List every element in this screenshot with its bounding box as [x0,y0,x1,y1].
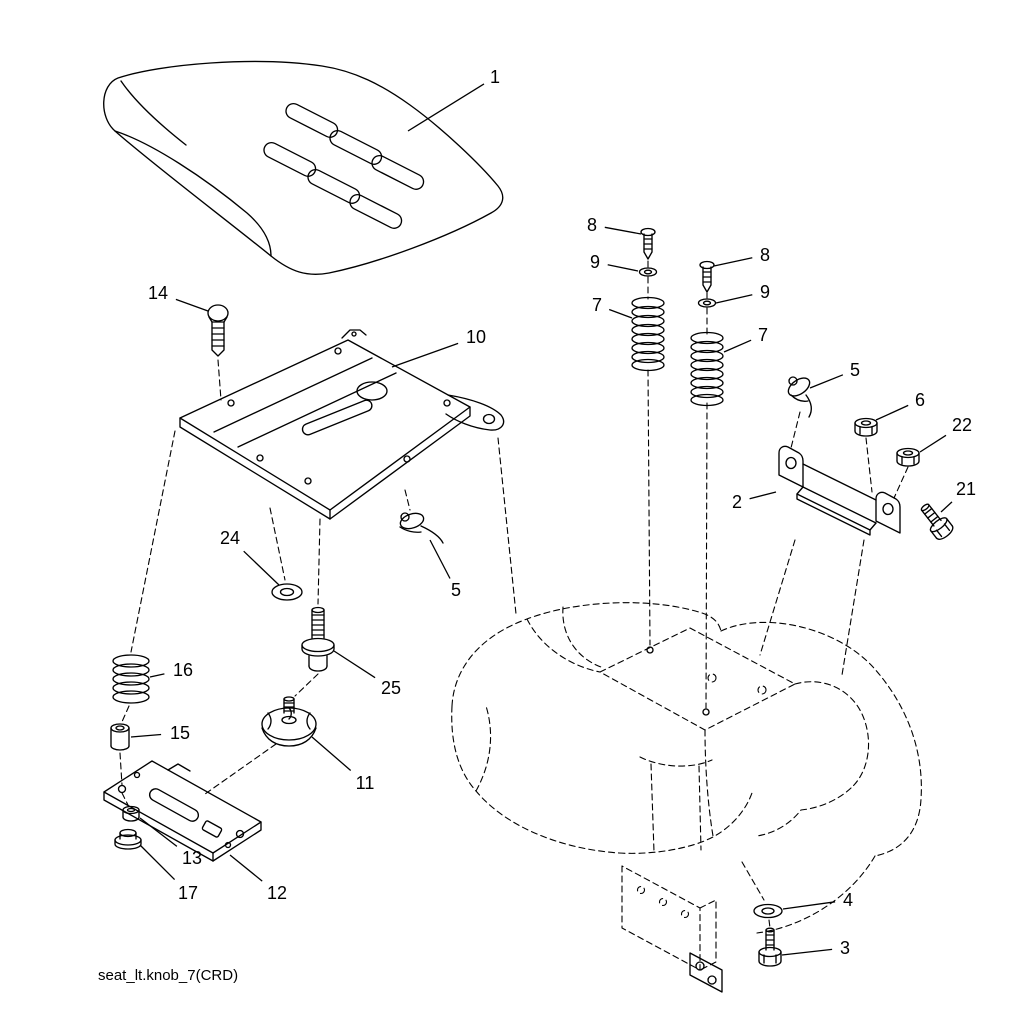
leader-line-part-21 [940,501,953,513]
part-nut-22 [896,447,920,467]
part-nut-13 [122,805,140,822]
diagram-caption: seat_lt.knob_7(CRD) [98,967,238,984]
part-clip-5b [787,376,813,418]
part-label-9: 9 [760,282,770,302]
callout-layer: 1 8 9 7 8 9 7 5 6 22 21 2 14 10 24 16 15 25 11 5 13 17 12 3 4 [130,67,976,958]
leader-line-part-16 [149,673,165,678]
part-label-9: 9 [590,252,600,272]
part-bolt-3 [758,927,782,967]
part-label-14: 14 [148,283,168,303]
part-label-5: 5 [451,580,461,600]
part-plate-12 [103,760,262,862]
part-label-8: 8 [587,215,597,235]
leader-line-part-11 [311,736,352,771]
leader-line-part-12 [229,854,263,882]
leader-line-part-15 [130,733,162,738]
leader-line-part-2 [749,491,777,500]
leader-line-part-7 [608,308,633,319]
leader-line-part-4 [782,901,836,910]
part-label-24: 24 [220,528,240,548]
part-label-17: 17 [178,883,198,903]
part-spring-7a [631,296,665,372]
part-label-21: 21 [956,479,976,499]
leader-line-part-8 [604,226,642,235]
part-bolt-21 [920,503,954,540]
part-spacer-15 [110,723,130,751]
part-bracket-2 [778,445,901,536]
part-clip-5a [399,512,444,544]
part-label-15: 15 [170,723,190,743]
part-label-10: 10 [466,327,486,347]
part-seat [103,60,504,275]
leader-line-part-9 [715,294,753,304]
part-label-11: 11 [356,773,375,793]
part-nut-6 [854,417,878,437]
part-washer-4 [753,903,783,919]
leader-line-part-24 [243,550,280,586]
part-washer-9b [697,298,717,308]
leader-line-part-5 [429,539,451,579]
part-label-7: 7 [592,295,602,315]
part-bolt-14 [207,304,229,357]
leader-line-part-14 [175,298,209,312]
part-spring-16 [112,654,150,704]
part-washer-24 [271,583,303,601]
part-label-22: 22 [952,415,972,435]
part-label-4: 4 [843,890,853,910]
part-washer-9a [638,267,658,277]
part-knob-11 [261,696,317,747]
leader-line-part-5 [809,374,844,389]
leader-line-part-7 [723,339,752,353]
part-screw-8a [640,227,656,260]
part-seat-pan [179,329,505,520]
part-label-16: 16 [173,660,193,680]
part-label-8: 8 [760,245,770,265]
part-spring-7b [690,331,724,407]
leader-line-part-25 [333,650,376,679]
part-fender-outline [451,602,922,934]
part-screw-8b [699,260,715,293]
part-nut-17 [114,828,142,850]
part-label-3: 3 [840,938,850,958]
part-label-7: 7 [758,325,768,345]
part-label-25: 25 [381,678,401,698]
part-label-5: 5 [850,360,860,380]
part-shoulder-bolt-25 [301,606,335,672]
part-label-1: 1 [490,67,500,87]
leader-line-part-22 [919,434,947,453]
assembly-alignment-lines [119,260,909,929]
leader-line-part-17 [139,844,176,881]
leader-line-part-3 [781,948,833,956]
leader-line-part-1 [407,83,485,132]
leader-line-part-6 [875,404,909,421]
part-label-6: 6 [915,390,925,410]
leader-line-part-9 [607,264,639,272]
leader-line-part-13 [139,817,178,847]
part-label-12: 12 [267,883,287,903]
part-fender-bracket [621,865,723,993]
part-label-13: 13 [182,848,202,868]
leader-line-part-8 [713,257,753,267]
leader-line-part-10 [391,342,459,368]
part-label-2: 2 [732,492,742,512]
